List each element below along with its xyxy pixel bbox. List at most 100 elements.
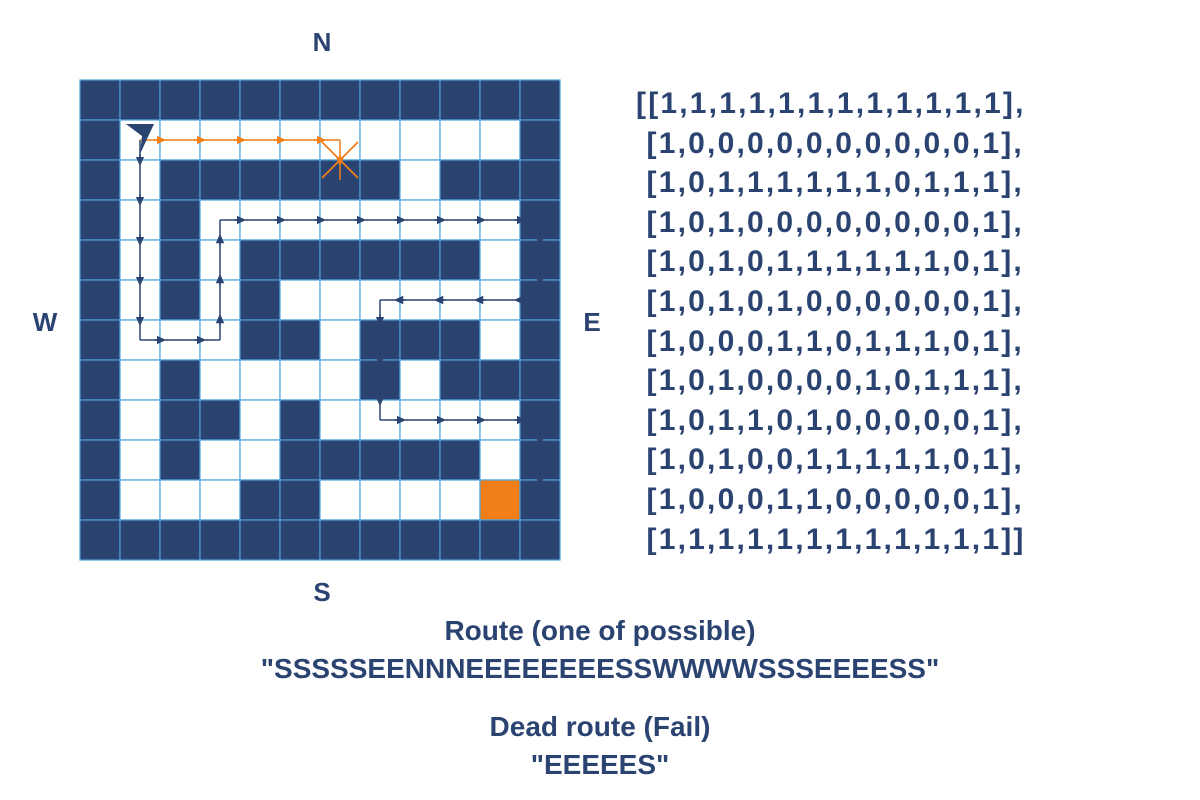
open-cell xyxy=(399,119,441,161)
wall-cell xyxy=(519,159,561,201)
wall-cell xyxy=(279,519,321,561)
wall-cell xyxy=(319,439,361,481)
open-cell xyxy=(479,239,521,281)
wall-cell xyxy=(199,79,241,121)
wall-cell xyxy=(439,79,481,121)
open-cell xyxy=(359,479,401,521)
matrix-row: [1,0,1,0,1,0,0,0,0,0,0,1], xyxy=(636,284,1024,318)
route-path xyxy=(135,140,545,500)
wall-cell xyxy=(159,79,201,121)
dead-route-string: "EEEEES" xyxy=(530,749,670,780)
open-cell xyxy=(359,119,401,161)
wall-cell xyxy=(279,479,321,521)
wall-cell xyxy=(359,519,401,561)
wall-cell xyxy=(319,519,361,561)
open-cell xyxy=(199,439,241,481)
maze-grid xyxy=(79,79,561,561)
fail-cross-icon xyxy=(321,141,359,179)
matrix-row: [1,0,0,0,1,1,0,0,0,0,0,1], xyxy=(636,482,1024,516)
wall-cell xyxy=(159,159,201,201)
wall-cell xyxy=(159,239,201,281)
wall-cell xyxy=(199,399,241,441)
open-cell xyxy=(239,399,281,441)
open-cell xyxy=(319,359,361,401)
compass-east-label: E xyxy=(583,307,601,337)
wall-cell xyxy=(159,399,201,441)
wall-cell xyxy=(199,159,241,201)
wall-cell xyxy=(79,479,121,521)
matrix-row: [1,0,0,0,0,0,0,0,0,0,0,1], xyxy=(636,126,1024,160)
open-cell xyxy=(239,439,281,481)
open-cell xyxy=(319,399,361,441)
wall-cell xyxy=(519,119,561,161)
wall-cell xyxy=(279,159,321,201)
maze-markers xyxy=(126,124,359,179)
open-cell xyxy=(439,479,481,521)
wall-cell xyxy=(79,399,121,441)
matrix-row: [1,0,1,1,0,1,0,0,0,0,0,1], xyxy=(636,403,1024,437)
wall-cell xyxy=(79,319,121,361)
open-cell xyxy=(119,439,161,481)
open-cell xyxy=(399,479,441,521)
wall-cell xyxy=(519,359,561,401)
open-cell xyxy=(319,279,361,321)
wall-cell xyxy=(399,79,441,121)
open-cell xyxy=(279,279,321,321)
open-cell xyxy=(319,319,361,361)
wall-cell xyxy=(79,519,121,561)
wall-cell xyxy=(239,519,281,561)
wall-cell xyxy=(279,239,321,281)
goal-cell xyxy=(479,479,521,521)
wall-cell xyxy=(239,479,281,521)
wall-cell xyxy=(119,79,161,121)
wall-cell xyxy=(439,319,481,361)
dead-route-title: Dead route (Fail) xyxy=(489,711,711,742)
compass-south-label: S xyxy=(313,577,331,607)
open-cell xyxy=(399,159,441,201)
matrix-row: [1,0,1,0,0,0,0,1,0,1,1,1], xyxy=(636,364,1024,398)
wall-cell xyxy=(439,359,481,401)
wall-cell xyxy=(399,239,441,281)
open-cell xyxy=(319,479,361,521)
open-cell xyxy=(399,359,441,401)
matrix-row: [1,0,1,0,0,1,1,1,1,1,0,1], xyxy=(636,443,1024,477)
open-cell xyxy=(159,479,201,521)
wall-cell xyxy=(439,239,481,281)
wall-cell xyxy=(79,159,121,201)
open-cell xyxy=(279,359,321,401)
wall-cell xyxy=(439,439,481,481)
wall-cell xyxy=(119,519,161,561)
open-cell xyxy=(479,119,521,161)
matrix-row: [1,0,1,1,1,1,1,1,0,1,1,1], xyxy=(636,166,1024,200)
matrix-row: [[1,1,1,1,1,1,1,1,1,1,1,1], xyxy=(636,87,1026,120)
wall-cell xyxy=(279,439,321,481)
compass-west-label: W xyxy=(32,307,58,337)
matrix-row: [1,0,1,0,1,1,1,1,1,1,0,1], xyxy=(636,245,1024,279)
open-cell xyxy=(199,359,241,401)
open-cell xyxy=(439,119,481,161)
wall-cell xyxy=(79,279,121,321)
wall-cell xyxy=(439,519,481,561)
wall-cell xyxy=(199,519,241,561)
compass-north-label: N xyxy=(312,27,332,57)
wall-cell xyxy=(479,159,521,201)
open-cell xyxy=(479,439,521,481)
wall-cell xyxy=(359,79,401,121)
open-cell xyxy=(479,319,521,361)
wall-cell xyxy=(439,159,481,201)
matrix-row: [1,1,1,1,1,1,1,1,1,1,1,1]] xyxy=(636,522,1026,556)
wall-cell xyxy=(79,439,121,481)
wall-cell xyxy=(79,199,121,241)
route-string: "SSSSSEENNNEEEEEEEESSWWWWSSSEEEESS" xyxy=(260,653,940,684)
open-cell xyxy=(119,359,161,401)
wall-cell xyxy=(159,359,201,401)
wall-cell xyxy=(279,319,321,361)
wall-cell xyxy=(279,399,321,441)
wall-cell xyxy=(159,279,201,321)
wall-cell xyxy=(479,359,521,401)
wall-cell xyxy=(399,439,441,481)
wall-cell xyxy=(399,519,441,561)
wall-cell xyxy=(79,239,121,281)
matrix-row: [1,0,1,0,0,0,0,0,0,0,0,1], xyxy=(636,205,1024,239)
